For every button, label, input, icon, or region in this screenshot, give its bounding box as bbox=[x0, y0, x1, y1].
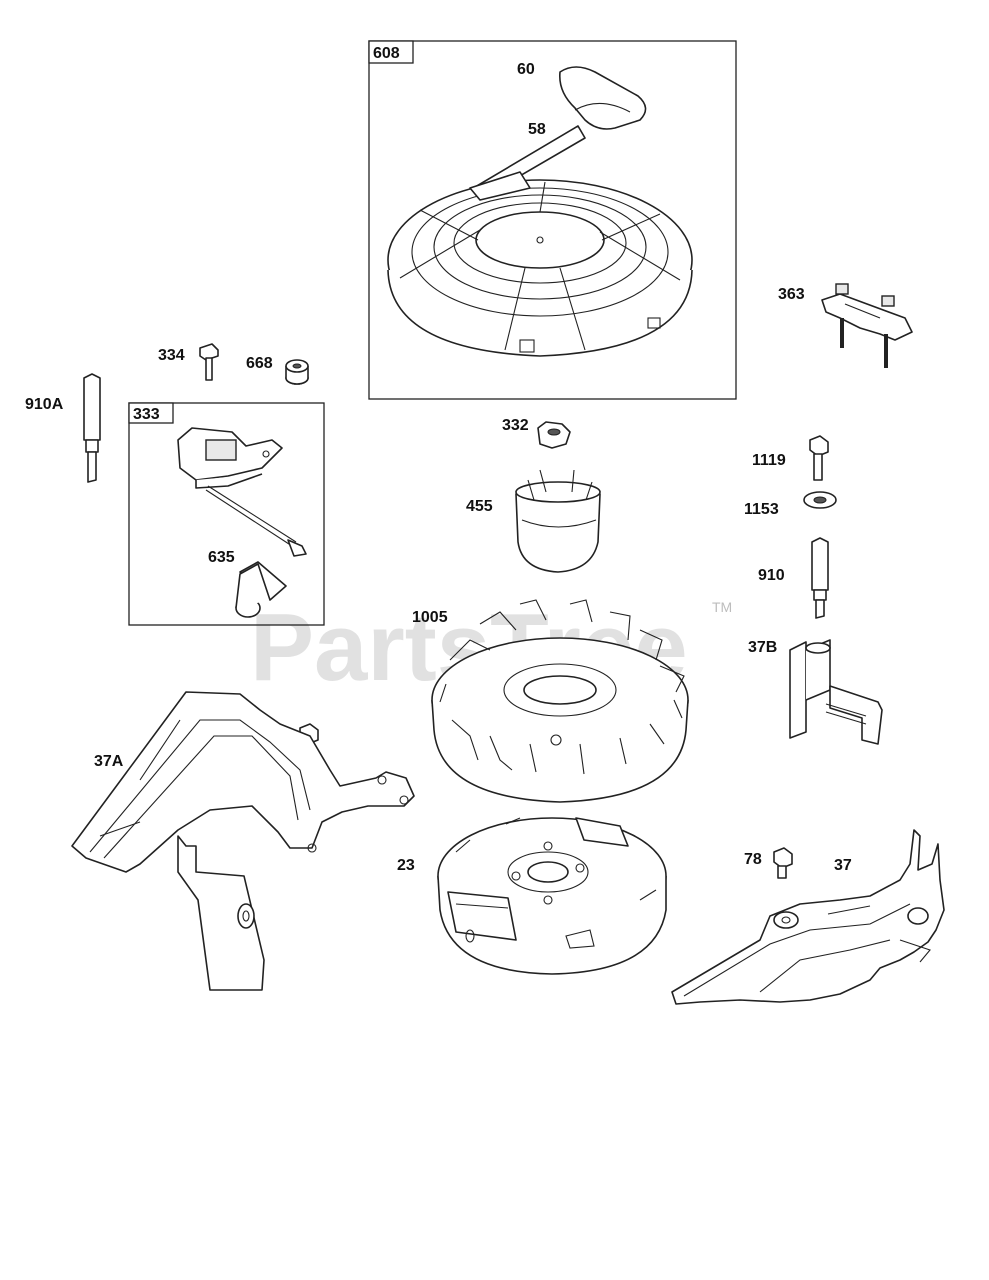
label-1005: 1005 bbox=[412, 609, 448, 626]
label-60: 60 bbox=[517, 61, 535, 78]
watermark-trademark: TM bbox=[712, 599, 732, 615]
label-23: 23 bbox=[397, 857, 415, 874]
part-37-air-guide[interactable] bbox=[671, 829, 945, 1005]
part-332-nut[interactable] bbox=[537, 421, 571, 449]
label-455: 455 bbox=[466, 498, 493, 515]
part-910-stud[interactable] bbox=[811, 537, 829, 619]
label-78-right: 78 bbox=[744, 851, 762, 868]
label-363: 363 bbox=[778, 286, 805, 303]
box-333-label: 333 bbox=[133, 406, 160, 423]
part-58-60-starter-handle[interactable] bbox=[469, 66, 647, 199]
assembly-box-333[interactable]: 333 bbox=[128, 402, 325, 626]
part-37B-air-vane[interactable] bbox=[789, 639, 883, 745]
part-1005-flywheel-fan[interactable] bbox=[431, 599, 689, 803]
box-608-label: 608 bbox=[373, 45, 400, 62]
part-363-bracket[interactable] bbox=[821, 283, 913, 368]
label-668: 668 bbox=[246, 355, 273, 372]
part-635-spark-plug-cap[interactable] bbox=[235, 561, 287, 618]
label-1153: 1153 bbox=[744, 501, 779, 518]
label-58: 58 bbox=[528, 121, 546, 138]
part-78-bolt-right[interactable] bbox=[773, 847, 793, 879]
part-455-cup[interactable] bbox=[515, 469, 601, 573]
part-37A-air-guide[interactable] bbox=[71, 691, 415, 991]
label-37: 37 bbox=[834, 857, 852, 874]
label-37B: 37B bbox=[748, 639, 777, 656]
part-668-spacer[interactable] bbox=[285, 359, 309, 385]
label-910: 910 bbox=[758, 567, 785, 584]
assembly-box-608[interactable]: 608 bbox=[368, 40, 737, 400]
label-635: 635 bbox=[208, 549, 235, 566]
label-334: 334 bbox=[158, 347, 185, 364]
part-334-bolt[interactable] bbox=[199, 343, 219, 381]
part-333-armature[interactable] bbox=[177, 427, 307, 557]
part-1153-washer[interactable] bbox=[803, 491, 837, 509]
part-1119-bolt[interactable] bbox=[809, 435, 829, 481]
part-608-starter-housing[interactable] bbox=[387, 171, 693, 357]
label-332: 332 bbox=[502, 417, 529, 434]
label-910A: 910A bbox=[25, 396, 64, 413]
part-910A-stud[interactable] bbox=[83, 373, 101, 483]
part-23-flywheel[interactable] bbox=[437, 817, 667, 975]
label-1119: 1119 bbox=[752, 452, 786, 469]
label-37A: 37A bbox=[94, 753, 124, 770]
